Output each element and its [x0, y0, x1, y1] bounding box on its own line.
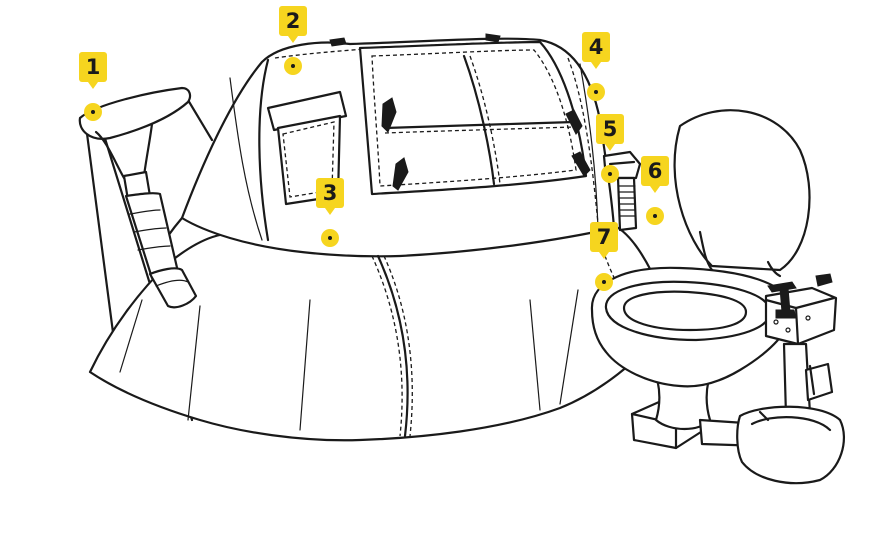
callout-anchor-4 — [587, 83, 605, 101]
callout-anchor-1 — [84, 103, 102, 121]
filling-funnel — [78, 86, 198, 309]
callout-anchor-7 — [595, 273, 613, 291]
callout-badge-1: 1 — [79, 52, 107, 89]
callout-badge-4: 4 — [582, 32, 610, 69]
callout-badge-7: 7 — [590, 222, 618, 259]
callout-badge-3: 3 — [316, 178, 344, 215]
callout-badge-2: 2 — [279, 6, 307, 43]
toilet — [590, 109, 845, 485]
callout-badge-6: 6 — [641, 156, 669, 193]
callout-badge-5: 5 — [596, 114, 624, 151]
top-mesh-panel — [329, 33, 591, 196]
callout-anchor-5 — [601, 165, 619, 183]
callout-anchor-2 — [284, 57, 302, 75]
callout-anchor-6 — [646, 207, 664, 225]
callout-anchor-3 — [321, 229, 339, 247]
